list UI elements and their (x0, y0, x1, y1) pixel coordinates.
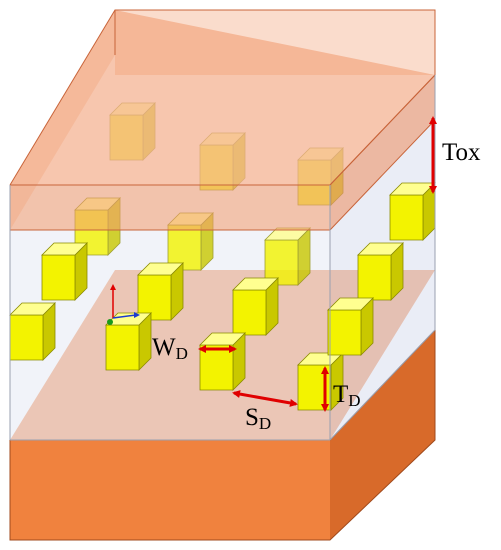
quantum-dot (389, 182, 436, 241)
quantum-dot (9, 302, 56, 361)
oxide-front-face (10, 185, 330, 230)
quantum-dot-front-face (232, 289, 267, 336)
quantum-dot-front-face (105, 324, 140, 371)
quantum-dot-front-face (357, 254, 392, 301)
sd-arrow (232, 390, 298, 407)
quantum-dot (199, 332, 246, 391)
quantum-dot-front-face (389, 194, 424, 241)
quantum-dot (232, 277, 279, 336)
oxide-edges (9, 9, 436, 231)
quantum-dot-top-face (357, 242, 404, 256)
quantum-dot (41, 242, 88, 301)
coordinate-axes-icon (107, 284, 140, 325)
substrate-side-face (330, 330, 435, 540)
oxide-left-face (10, 10, 115, 230)
oxide-layer (9, 9, 436, 231)
quantum-dot (264, 227, 311, 286)
quantum-dot-front-face (9, 314, 44, 361)
quantum-dot-top-face (327, 297, 374, 311)
quantum-dot-front-face (327, 309, 362, 356)
box-edges (9, 75, 436, 441)
quantum-dot-top-face (105, 312, 152, 326)
oxide-top-face (10, 10, 435, 185)
tox-label: Tox (442, 139, 481, 166)
quantum-dot-front-face (199, 344, 234, 391)
quantum-dot-top-face (41, 242, 88, 256)
quantum-dot-front-face (41, 254, 76, 301)
quantum-dot (357, 242, 404, 301)
quantum-dot-top-face (232, 277, 279, 291)
oxide-back-face (115, 10, 435, 75)
wd-label: WD (152, 334, 188, 363)
quantum-dot (137, 262, 184, 321)
sd-label: SD (245, 404, 271, 433)
oxide-side-face (330, 75, 435, 230)
td-label: TD (333, 381, 361, 410)
quantum-dot (327, 297, 374, 356)
quantum-dot-top-face (137, 262, 184, 276)
substrate-front-face (10, 440, 330, 540)
quantum-dot (105, 312, 152, 371)
quantum-dot-top-face (9, 302, 56, 316)
